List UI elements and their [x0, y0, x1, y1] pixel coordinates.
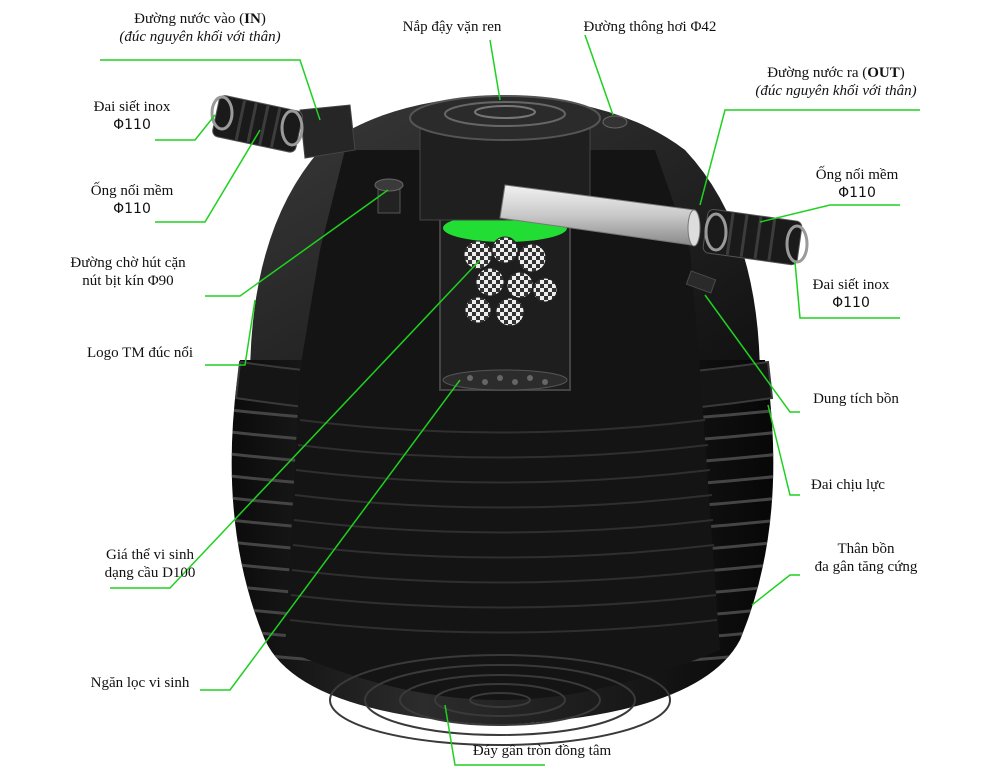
label-vent: Đường thông hơi Φ42	[583, 19, 717, 35]
outlet-pipe	[499, 184, 701, 247]
leader-hose-left	[155, 129, 261, 223]
label-outlet: Đường nước ra (OUT) (đúc nguyên khối với…	[755, 64, 916, 100]
leader-hose-right	[759, 204, 900, 223]
leader-body	[751, 574, 800, 606]
leader-lines	[100, 34, 920, 766]
label-inlet-close: )	[260, 11, 266, 27]
label-clamp-left-1: Đai siết inox	[93, 99, 171, 115]
right-clamp-inner	[704, 212, 728, 252]
label-inlet-title: Đường nước vào (	[134, 11, 245, 27]
leader-clamp-left	[155, 114, 216, 141]
label-clamp-right: Đai siết inox Φ110	[813, 276, 890, 312]
leader-vent	[584, 34, 614, 116]
label-hose-left-1: Ống nối mềm	[90, 183, 174, 199]
leader-clamp-right	[794, 261, 900, 319]
label-clamp-right-1: Đai siết inox	[812, 277, 890, 293]
label-hose-left-2: Φ110	[113, 201, 151, 217]
concentric-bottom	[329, 654, 671, 746]
label-outlet-title: Đường nước ra (	[767, 65, 868, 81]
vent-port	[602, 115, 628, 129]
leader-bio	[200, 379, 461, 691]
label-hose-right-1: Ống nối mềm	[815, 167, 899, 183]
label-hose-right: Ống nối mềm Φ110	[816, 166, 899, 202]
leader-capacity	[704, 294, 800, 413]
inner-ribs	[289, 419, 718, 634]
label-bio-chamber: Ngăn lọc vi sinh	[90, 675, 190, 691]
cutaway-interior	[285, 150, 720, 700]
label-sludge: Đường chờ hút cặn nút bịt kín Φ90	[70, 254, 185, 290]
label-logo: Logo TM đúc nổi	[87, 345, 193, 361]
leader-sludge	[205, 189, 389, 297]
label-body: Thân bồn đa gân tăng cứng	[815, 540, 918, 576]
label-media-1: Giá thể vi sinh	[106, 547, 194, 563]
label-clamp-left: Đai siết inox Φ110	[94, 98, 171, 134]
leader-outlet	[699, 109, 920, 206]
label-sludge-2: nút bịt kín Φ90	[82, 273, 174, 289]
leader-cap	[489, 39, 501, 101]
left-clamp-outer	[210, 95, 234, 131]
label-body-1: Thân bồn	[837, 541, 895, 557]
leader-bottom	[444, 704, 545, 766]
leader-logo	[205, 299, 256, 366]
label-clamp-left-2: Φ110	[113, 117, 151, 133]
label-capacity: Dung tích bồn	[813, 391, 899, 407]
label-outlet-close: )	[899, 65, 905, 81]
label-inlet: Đường nước vào (IN) (đúc nguyên khối với…	[119, 10, 280, 46]
label-cap: Nắp đậy vặn ren	[402, 19, 502, 35]
label-outlet-sub: (đúc nguyên khối với thân)	[755, 83, 917, 99]
leader-media	[110, 259, 481, 589]
label-media: Giá thể vi sinh dạng cầu D100	[105, 546, 196, 582]
left-hose	[212, 95, 303, 153]
bio-media-balls	[463, 236, 558, 327]
label-bottom: Đáy gân tròn đồng tâm	[472, 743, 612, 759]
label-media-2: dạng cầu D100	[104, 565, 196, 581]
label-hose-right-2: Φ110	[838, 185, 876, 201]
right-hose	[702, 208, 803, 266]
leader-ring	[767, 404, 800, 496]
label-hose-left: Ống nối mềm Φ110	[91, 182, 174, 218]
label-clamp-right-2: Φ110	[832, 295, 870, 311]
label-body-2: đa gân tăng cứng	[814, 559, 918, 575]
label-outlet-tag: OUT	[867, 65, 900, 81]
embossed-logo	[685, 270, 717, 294]
label-inlet-tag: IN	[244, 11, 261, 27]
right-clamp-outer	[785, 224, 809, 264]
leader-inlet	[100, 59, 321, 121]
label-sludge-1: Đường chờ hút cặn	[70, 255, 186, 271]
inlet-stub	[299, 104, 356, 159]
left-clamp-inner	[280, 109, 304, 147]
label-inlet-sub: (đúc nguyên khối với thân)	[119, 29, 281, 45]
label-ring: Đai chịu lực	[811, 477, 885, 493]
